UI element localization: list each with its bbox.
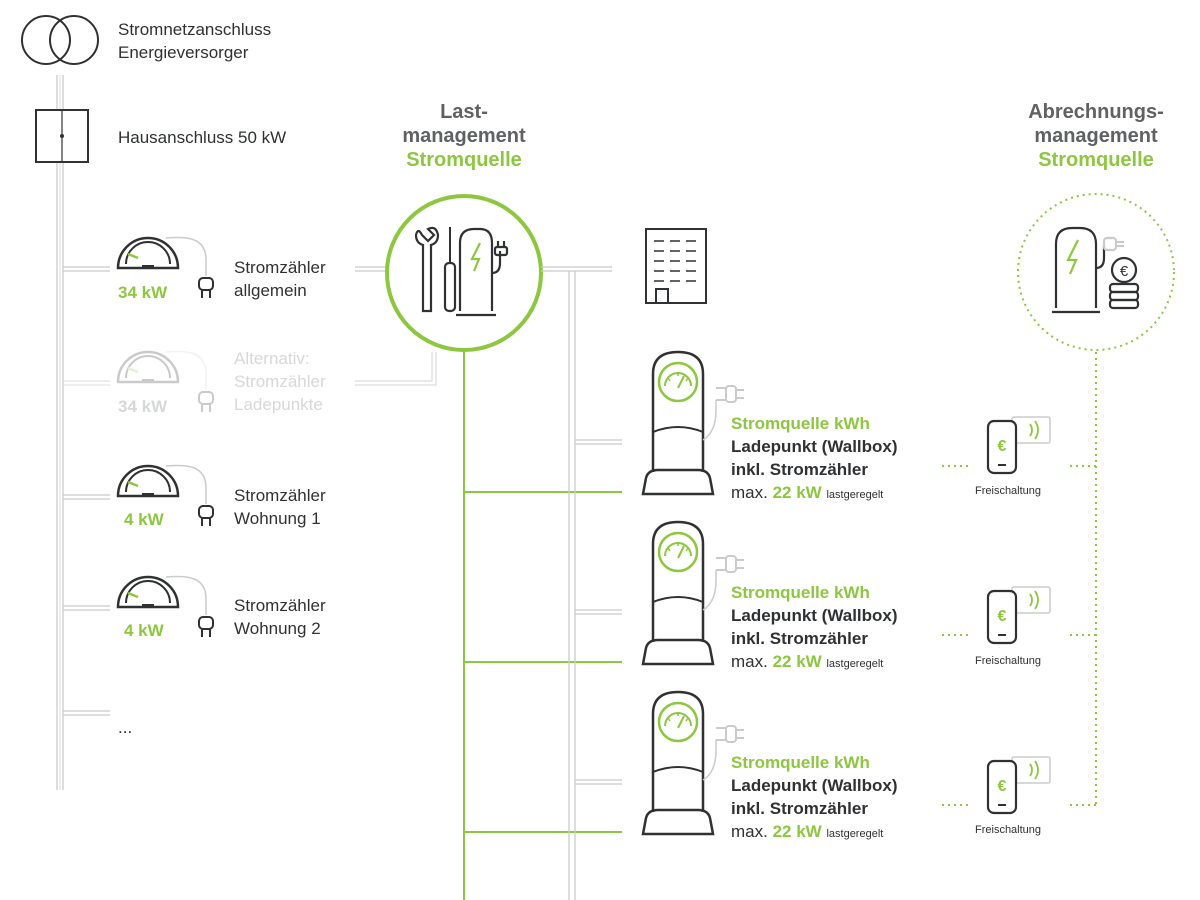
supply-label-line1: Stromnetzanschluss: [118, 20, 272, 39]
meter-label: Stromzähler Wohnung 1: [234, 484, 326, 530]
charger-line2: inkl. Stromzähler: [731, 629, 868, 648]
charger-max: max. 22 kW lastgeregelt: [731, 820, 898, 846]
charger-title: Stromquelle kWh: [731, 414, 870, 433]
charger-line2: inkl. Stromzähler: [731, 799, 868, 818]
meter-label-line2: allgemein: [234, 281, 307, 300]
more-ellipsis: ...: [118, 718, 133, 737]
meter-branches: [63, 266, 110, 716]
euro-coin-icon: €: [1052, 226, 1140, 314]
charger-line2: inkl. Stromzähler: [731, 460, 868, 479]
unlock-label: Freischaltung: [975, 655, 1042, 667]
charger-description: Stromquelle kWh Ladepunkt (Wallbox) inkl…: [731, 581, 898, 676]
charger-max-suffix: lastgeregelt: [826, 489, 884, 501]
charger-max: max. 22 kW lastgeregelt: [731, 481, 898, 507]
billing-management-line2: management: [1034, 125, 1158, 147]
billing-management-heading: Abrechnungs- management Stromquelle: [1006, 100, 1186, 172]
meter-label: Stromzähler Wohnung 2: [234, 594, 326, 640]
meter-label-line3: Ladepunkte: [234, 395, 323, 414]
meter-label-line2: Wohnung 1: [234, 509, 321, 528]
charger-max-prefix: max.: [731, 822, 768, 841]
charger-max-prefix: max.: [731, 483, 768, 502]
charger-description: Stromquelle kWh Ladepunkt (Wallbox) inkl…: [731, 751, 898, 846]
load-management-circle: [385, 194, 543, 352]
power-bus: [541, 266, 622, 900]
charger-max-suffix: lastgeregelt: [826, 828, 884, 840]
charger-title: Stromquelle kWh: [731, 583, 870, 602]
charger-max-suffix: lastgeregelt: [826, 658, 884, 670]
meter-value: 4 kW: [124, 621, 164, 640]
meter-label-line2: Stromzähler: [234, 372, 326, 391]
meter-label-line2: Wohnung 2: [234, 619, 321, 638]
tools-icon: [414, 226, 509, 317]
meter-label: Stromzähler allgemein: [234, 256, 326, 302]
wallbox-icon: [641, 350, 746, 496]
charger-max-value: 22 kW: [772, 483, 822, 502]
phone-icon: [986, 415, 1052, 475]
main-supply-bus: [56, 75, 64, 790]
charger-title: Stromquelle kWh: [731, 753, 870, 772]
meter-value: 4 kW: [124, 510, 164, 529]
transformer-icon: [21, 15, 99, 65]
load-management-heading: Last- management Stromquelle: [384, 100, 544, 172]
billing-management-line1: Abrechnungs-: [1028, 101, 1164, 123]
meter-label-line1: Stromzähler: [234, 596, 326, 615]
charger-max-value: 22 kW: [772, 652, 822, 671]
charger-max: max. 22 kW lastgeregelt: [731, 650, 898, 676]
charger-line1: Ladepunkt (Wallbox): [731, 776, 898, 795]
meter-to-loadmgmt-link: [355, 266, 386, 272]
phone-icon: [986, 755, 1052, 815]
load-management-line2: management: [402, 125, 526, 147]
meter-label-line1: Alternativ:: [234, 349, 310, 368]
building-icon: [645, 228, 707, 304]
wallbox-icon: [641, 690, 746, 836]
load-management-line3: Stromquelle: [406, 149, 522, 171]
phone-icon: [986, 585, 1052, 645]
charger-line1: Ladepunkt (Wallbox): [731, 437, 898, 456]
charger-line1: Ladepunkt (Wallbox): [731, 606, 898, 625]
meter-value: 34 kW: [118, 397, 168, 416]
supply-label-line2: Energieversorger: [118, 43, 249, 62]
supply-label: Stromnetzanschluss Energieversorger: [118, 18, 271, 64]
charger-max-prefix: max.: [731, 652, 768, 671]
billing-links: [942, 352, 1097, 806]
charger-description: Stromquelle kWh Ladepunkt (Wallbox) inkl…: [731, 412, 898, 507]
unlock-label: Freischaltung: [975, 485, 1042, 497]
meter-label-line1: Stromzähler: [234, 486, 326, 505]
charger-max-value: 22 kW: [772, 822, 822, 841]
meter-label-line1: Stromzähler: [234, 258, 326, 277]
billing-management-line3: Stromquelle: [1038, 149, 1154, 171]
wallbox-icon: [641, 520, 746, 666]
load-control-bus: [463, 350, 622, 900]
unlock-label: Freischaltung: [975, 824, 1042, 836]
house-connection-label: Hausanschluss 50 kW: [118, 128, 287, 147]
load-management-line1: Last-: [440, 101, 488, 123]
svg-text:€: €: [1120, 263, 1129, 280]
meter-label: Alternativ: Stromzähler Ladepunkte: [234, 347, 326, 416]
house-connection-icon: [35, 109, 89, 163]
meter-value: 34 kW: [118, 283, 168, 302]
